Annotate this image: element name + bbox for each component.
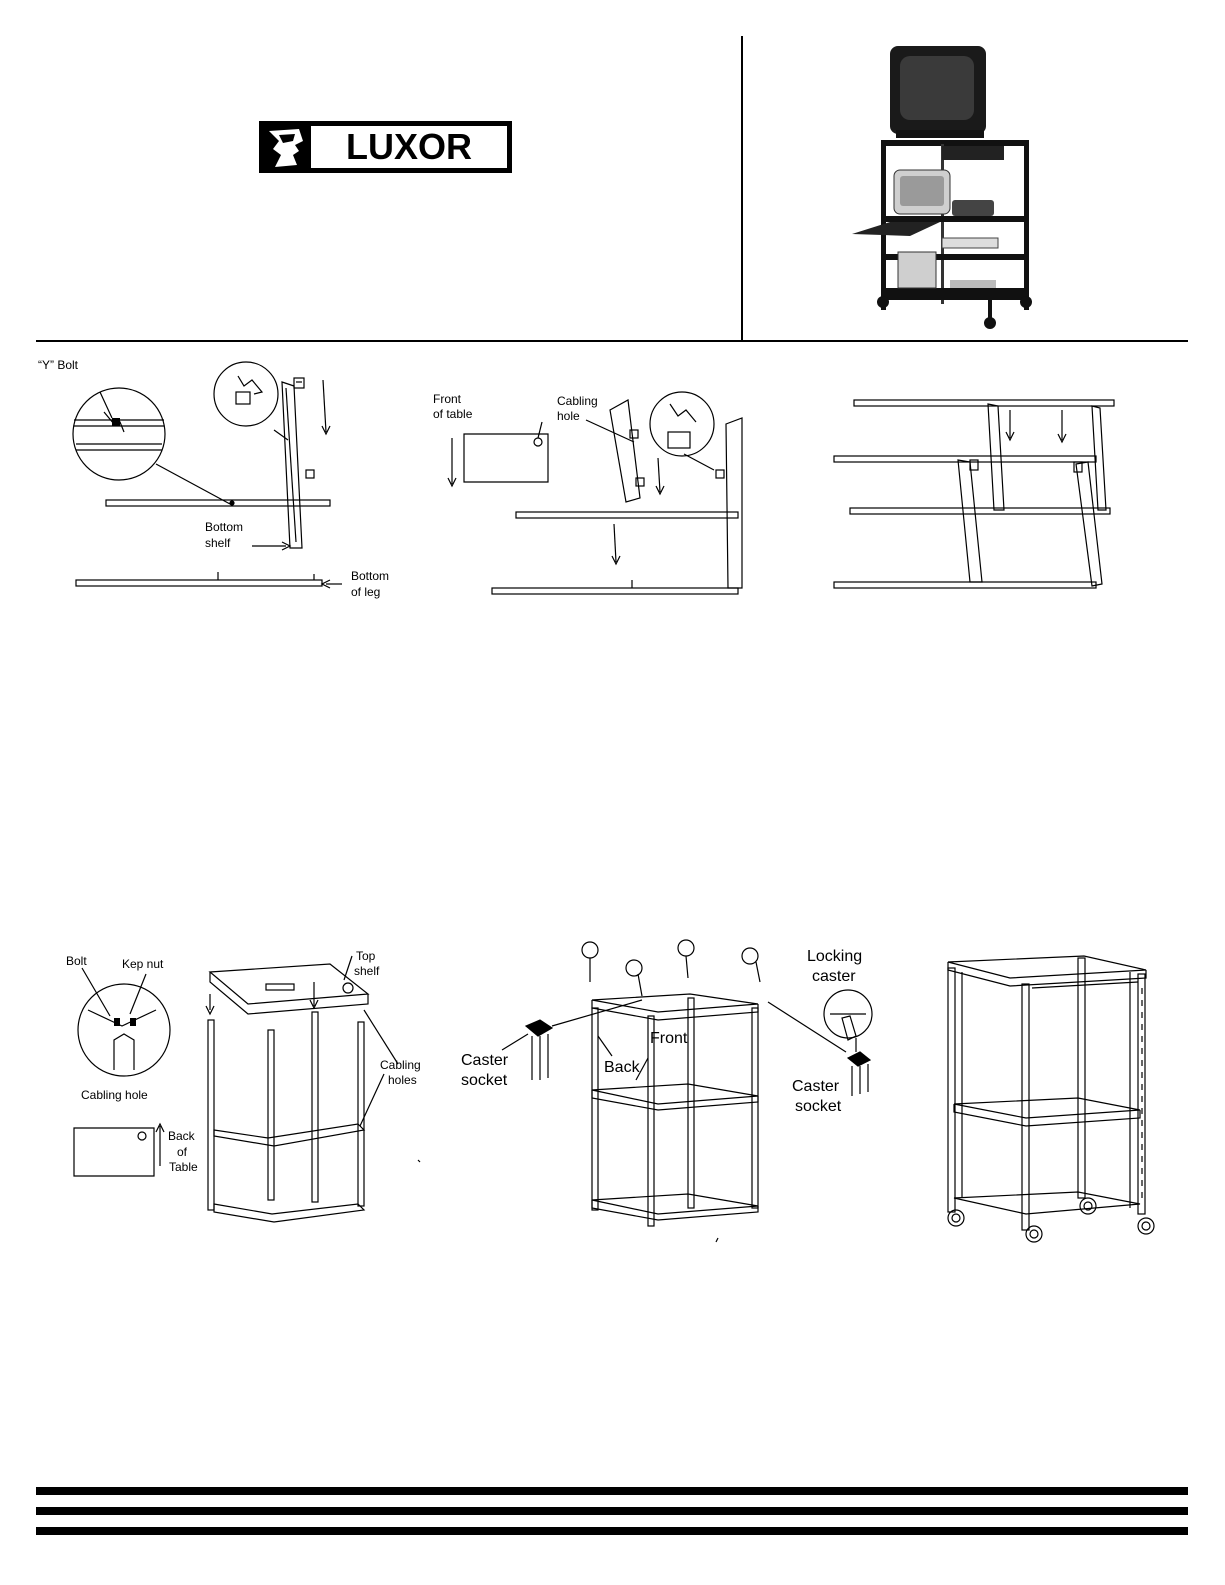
caster-socket-right-label-1: Caster: [792, 1077, 839, 1096]
step2-diagram: Front of table Cabling hole: [430, 352, 780, 617]
cabling-hole-label: Cabling hole: [81, 1088, 148, 1102]
step5-diagram: Locking caster Caster socket Caster sock…: [452, 930, 892, 1260]
caster-socket-left-label-1: Caster: [461, 1051, 508, 1070]
step1-diagram: “Y” Bolt Bottom shelf Bottom of leg: [38, 352, 418, 617]
caster-socket-right-label-2: socket: [795, 1097, 841, 1116]
luxor-logo: LUXOR: [259, 121, 512, 173]
cabling-holes-label-1: Cabling: [380, 1058, 421, 1072]
back-of-table-label-3: Table: [169, 1160, 198, 1174]
y-bolt-label: “Y” Bolt: [38, 358, 78, 372]
step6-diagram: [942, 948, 1164, 1258]
footer-bar-1: [36, 1487, 1188, 1495]
bolt-label: Bolt: [66, 954, 87, 968]
bottom-shelf-label-2: shelf: [205, 536, 230, 550]
back-of-table-label-1: Back: [168, 1129, 195, 1143]
bottom-of-leg-label-1: Bottom: [351, 569, 389, 583]
caster-socket-left-label-2: socket: [461, 1071, 507, 1090]
brand-name: LUXOR: [346, 126, 472, 167]
bottom-shelf-label-1: Bottom: [205, 520, 243, 534]
product-photo: [850, 40, 1040, 332]
header-vertical-divider: [741, 36, 743, 342]
back-label: Back: [604, 1058, 640, 1077]
cabling-holes-label-2: holes: [388, 1073, 417, 1087]
locking-caster-label-2: caster: [812, 967, 856, 986]
back-of-table-label-2: of: [177, 1145, 187, 1159]
front-of-table-label-1: Front: [433, 392, 461, 406]
step4-diagram: Bolt Kep nut Cabling hole Back of Table …: [38, 930, 438, 1250]
kep-nut-label: Kep nut: [122, 957, 163, 971]
bottom-of-leg-label-2: of leg: [351, 585, 380, 599]
cabling-hole-label-2: hole: [557, 409, 580, 423]
locking-caster-label-1: Locking: [807, 947, 862, 966]
step3-diagram: [810, 370, 1170, 620]
cabling-hole-label-1: Cabling: [557, 394, 598, 408]
footer-bar-3: [36, 1527, 1188, 1535]
front-of-table-label-2: of table: [433, 407, 472, 421]
top-shelf-label-2: shelf: [354, 964, 379, 978]
front-label: Front: [650, 1029, 687, 1048]
header-horizontal-divider: [36, 340, 1188, 342]
top-shelf-label-1: Top: [356, 949, 375, 963]
footer-bar-2: [36, 1507, 1188, 1515]
